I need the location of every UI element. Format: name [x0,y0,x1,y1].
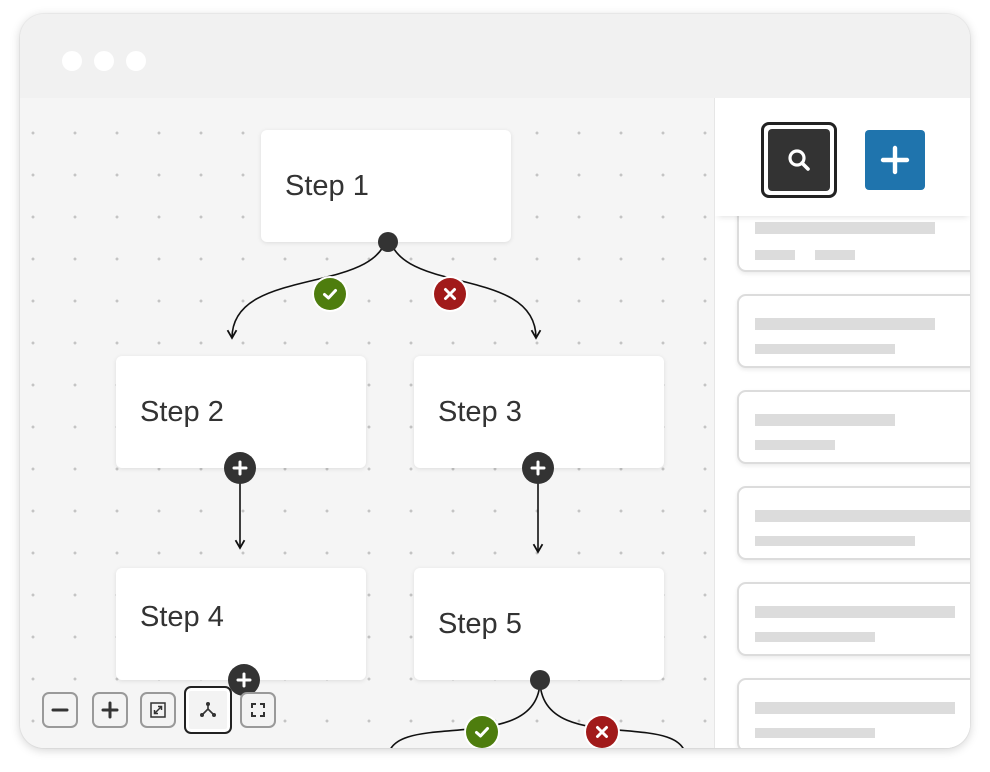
search-button-face [768,129,830,191]
zoom-out-button[interactable] [42,692,78,728]
add-step-button[interactable] [522,452,554,484]
list-item[interactable] [737,582,970,656]
node-step-4[interactable]: Step 4 [116,568,366,680]
placeholder-line [755,414,895,426]
placeholder-line [755,250,795,260]
auto-layout-icon [200,702,216,717]
placeholder-line [755,440,835,450]
zoom-in-button[interactable] [92,692,128,728]
node-label: Step 5 [438,607,522,640]
list-item[interactable] [737,486,970,560]
node-step-3[interactable]: Step 3 [414,356,664,468]
add-step-button[interactable] [224,452,256,484]
flow-canvas[interactable]: Step 1 Step 2 Step 3 Step 4 Step 5 [20,98,714,748]
edge-step5-left[interactable] [388,679,541,748]
success-badge[interactable] [466,716,498,748]
node-output-handle[interactable] [530,670,550,690]
plus-icon [530,460,546,476]
node-step-5[interactable]: Step 5 [414,568,664,680]
search-icon [788,149,810,171]
placeholder-line [815,250,855,260]
placeholder-line [755,318,935,330]
close-icon [596,726,608,738]
auto-layout-button[interactable] [184,686,232,734]
placeholder-line [755,728,875,738]
check-icon [475,727,489,738]
placeholder-line [755,222,935,234]
plus-icon [232,460,248,476]
plus-icon [236,672,252,688]
steps-sidebar [714,98,970,748]
placeholder-line [755,536,915,546]
minus-icon [51,708,69,712]
add-button[interactable] [865,130,925,190]
list-item[interactable] [737,678,970,748]
node-label: Step 4 [140,600,224,633]
placeholder-line [755,510,970,522]
node-label: Step 2 [140,395,224,428]
edge-step1-step2[interactable] [226,227,389,340]
failure-badge[interactable] [586,716,618,748]
list-item[interactable] [737,294,970,368]
check-icon [323,289,337,300]
plus-icon [880,145,910,175]
fullscreen-button[interactable] [240,692,276,728]
fit-view-icon [150,702,166,718]
placeholder-line [755,344,895,354]
fullscreen-icon [251,703,265,717]
add-step-button[interactable] [228,664,260,696]
sidebar-toolbar [715,98,970,216]
failure-badge[interactable] [434,278,466,310]
edge-step1-step3[interactable] [387,227,542,340]
placeholder-line [755,606,955,618]
title-bar [20,14,970,99]
search-button[interactable] [761,122,837,198]
node-label: Step 3 [438,395,522,428]
placeholder-line [755,632,875,642]
app-window: Step 1 Step 2 Step 3 Step 4 Step 5 [20,14,970,748]
node-label: Step 1 [285,169,369,202]
fit-view-button[interactable] [140,692,176,728]
window-dot-1[interactable] [62,51,82,71]
success-badge[interactable] [314,278,346,310]
list-item[interactable] [737,390,970,464]
node-step-1[interactable]: Step 1 [261,130,511,242]
plus-icon [101,701,119,719]
window-dot-2[interactable] [94,51,114,71]
node-step-2[interactable]: Step 2 [116,356,366,468]
close-icon [444,288,456,300]
placeholder-line [755,702,955,714]
node-output-handle[interactable] [378,232,398,252]
window-dot-3[interactable] [126,51,146,71]
